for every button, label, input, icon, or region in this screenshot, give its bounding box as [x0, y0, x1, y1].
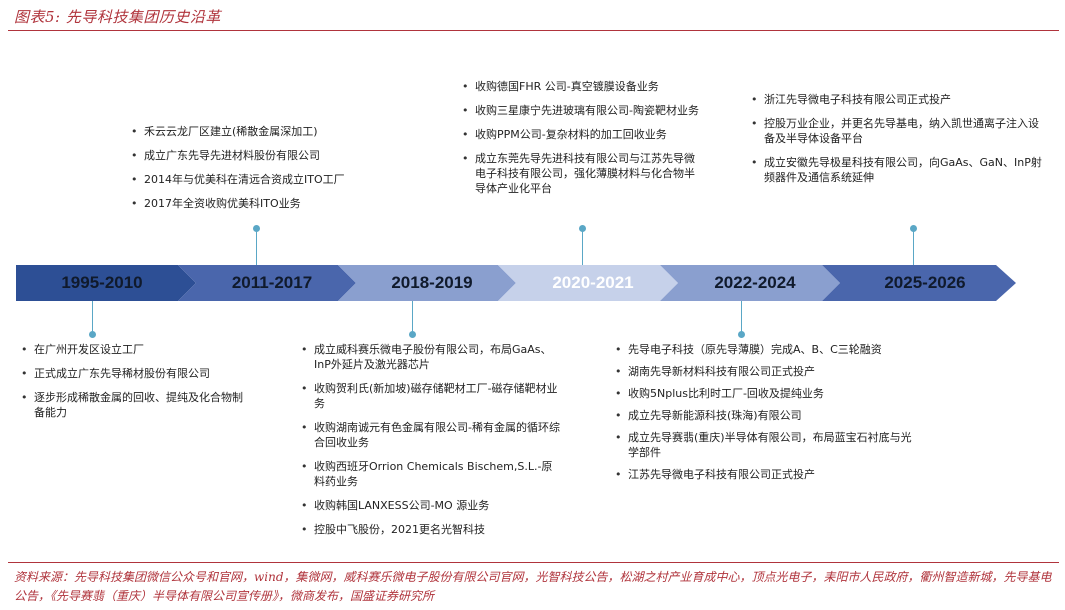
event-item: 禾云云龙厂区建立(稀散金属深加工) [130, 124, 370, 139]
event-item: 江苏先导微电子科技有限公司正式投产 [614, 467, 914, 482]
event-item: 成立威科赛乐微电子股份有限公司，布局GaAs、InP外延片及激光器芯片 [300, 342, 560, 372]
source-note: 资料来源：先导科技集团微信公众号和官网，wind，集微网，威科赛乐微电子股份有限… [14, 570, 1052, 603]
events-2020-2021: 收购德国FHR 公司-真空镀膜设备业务 收购三星康宁先进玻璃有限公司-陶瓷靶材业… [461, 79, 705, 205]
bottom-divider [8, 562, 1059, 563]
events-2022-2024: 先导电子科技（原先导薄膜）完成A、B、C三轮融资 湖南先导新材料科技有限公司正式… [614, 342, 914, 489]
top-divider [8, 30, 1059, 31]
period-2011-2017: 2011-2017 [178, 265, 356, 301]
event-item: 成立东莞先导先进科技有限公司与江苏先导微电子科技有限公司，强化薄膜材料与化合物半… [461, 151, 705, 196]
event-item: 收购PPM公司-复杂材料的加工回收业务 [461, 127, 705, 142]
period-2020-2021: 2020-2021 [498, 265, 678, 301]
event-item: 湖南先导新材料科技有限公司正式投产 [614, 364, 914, 379]
connector-dot-2011 [253, 225, 260, 232]
event-item: 控股中飞股份，2021更名光智科技 [300, 522, 560, 537]
connector-line-2020 [582, 229, 583, 265]
events-2011-2017: 禾云云龙厂区建立(稀散金属深加工) 成立广东先导先进材料股份有限公司 2014年… [130, 124, 370, 220]
period-1995-2010: 1995-2010 [16, 265, 196, 301]
event-item: 成立先导新能源科技(珠海)有限公司 [614, 408, 914, 423]
event-item: 2017年全资收购优美科ITO业务 [130, 196, 370, 211]
event-item: 逐步形成稀散金属的回收、提纯及化合物制备能力 [20, 390, 250, 420]
period-2018-2019: 2018-2019 [338, 265, 516, 301]
event-item: 在广州开发区设立工厂 [20, 342, 250, 357]
event-item: 收购5Nplus比利时工厂-回收及提纯业务 [614, 386, 914, 401]
figure-title: 图表5: 先导科技集团历史沿革 [14, 8, 221, 26]
event-item: 控股万业企业，并更名先导基电，纳入凯世通离子注入设备及半导体设备平台 [750, 116, 1046, 146]
connector-line-2011 [256, 229, 257, 265]
connector-line-2018 [412, 301, 413, 333]
event-item: 收购德国FHR 公司-真空镀膜设备业务 [461, 79, 705, 94]
event-item: 浙江先导微电子科技有限公司正式投产 [750, 92, 1046, 107]
events-2018-2019: 成立威科赛乐微电子股份有限公司，布局GaAs、InP外延片及激光器芯片 收购贺利… [300, 342, 560, 546]
connector-dot-2025 [910, 225, 917, 232]
connector-dot-2022 [738, 331, 745, 338]
event-item: 成立先导赛翡(重庆)半导体有限公司，布局蓝宝石衬底与光学部件 [614, 430, 914, 460]
connector-line-2025 [913, 229, 914, 265]
event-item: 收购三星康宁先进玻璃有限公司-陶瓷靶材业务 [461, 103, 705, 118]
event-item: 收购贺利氏(新加坡)磁存储靶材工厂-磁存储靶材业务 [300, 381, 560, 411]
connector-dot-2018 [409, 331, 416, 338]
events-2025-2026: 浙江先导微电子科技有限公司正式投产 控股万业企业，并更名先导基电，纳入凯世通离子… [750, 92, 1046, 194]
events-1995-2010: 在广州开发区设立工厂 正式成立广东先导稀材股份有限公司 逐步形成稀散金属的回收、… [20, 342, 250, 429]
period-2022-2024: 2022-2024 [660, 265, 840, 301]
event-item: 成立安徽先导极星科技有限公司，向GaAs、GaN、InP射频器件及通信系统延伸 [750, 155, 1046, 185]
period-2025-2026: 2025-2026 [822, 265, 1016, 301]
event-item: 正式成立广东先导稀材股份有限公司 [20, 366, 250, 381]
event-item: 收购韩国LANXESS公司-MO 源业务 [300, 498, 560, 513]
timeline-bar: 1995-2010 2011-2017 2018-2019 2020-2021 … [16, 265, 1016, 301]
connector-dot-2020 [579, 225, 586, 232]
event-item: 收购湖南诚元有色金属有限公司-稀有金属的循环综合回收业务 [300, 420, 560, 450]
event-item: 2014年与优美科在清远合资成立ITO工厂 [130, 172, 370, 187]
event-item: 成立广东先导先进材料股份有限公司 [130, 148, 370, 163]
connector-dot-1995 [89, 331, 96, 338]
connector-line-1995 [92, 301, 93, 333]
event-item: 收购西班牙Orrion Chemicals Bischem,S.L.-原料药业务 [300, 459, 560, 489]
event-item: 先导电子科技（原先导薄膜）完成A、B、C三轮融资 [614, 342, 914, 357]
connector-line-2022 [741, 301, 742, 333]
